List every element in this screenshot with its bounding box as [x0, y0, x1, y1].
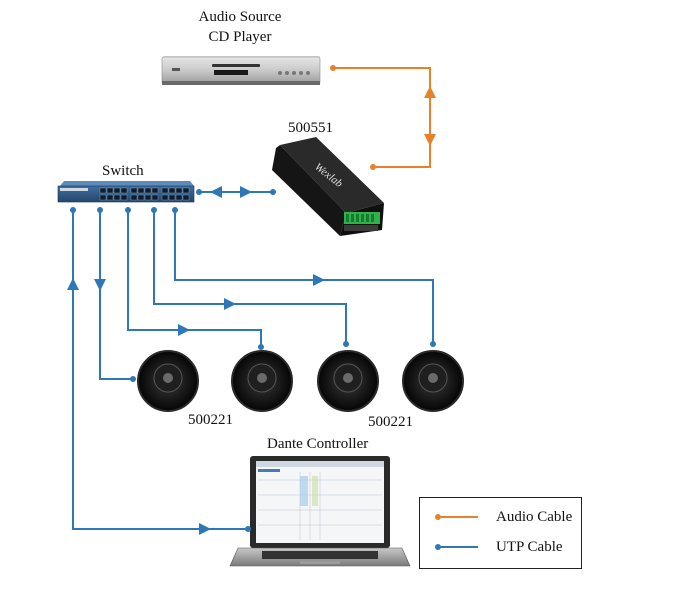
- utp-cable-swatch: [435, 544, 478, 550]
- cd-player-label: CD Player: [208, 29, 272, 45]
- laptop-icon: [229, 456, 411, 567]
- network-switch-icon: [57, 181, 195, 203]
- speaker-model-label-right: 500221: [368, 414, 413, 430]
- legend-item-audio: Audio Cable: [434, 507, 572, 527]
- dante-adapter-icon: Wexlab: [272, 137, 384, 236]
- speaker-model-label-left: 500221: [188, 412, 233, 428]
- audio-source-label: Audio Source: [198, 9, 282, 25]
- legend: Audio Cable UTP Cable: [419, 497, 582, 569]
- utp-cable-paths: [72, 191, 434, 530]
- ceiling-speaker-icon: [231, 350, 293, 412]
- legend-utp-label: UTP Cable: [496, 538, 563, 555]
- utp-cable-markers: [67, 186, 436, 535]
- legend-audio-label: Audio Cable: [496, 508, 573, 525]
- ceiling-speaker-icon: [317, 350, 379, 412]
- audio-cable-path: [330, 65, 436, 170]
- ceiling-speaker-icon: [137, 350, 199, 412]
- audio-cable-swatch: [435, 514, 478, 520]
- cd-player-icon: [161, 56, 321, 85]
- ceiling-speaker-icon: [402, 350, 464, 412]
- legend-item-utp: UTP Cable: [434, 537, 563, 557]
- dante-controller-label: Dante Controller: [267, 436, 369, 452]
- device-500551-label: 500551: [288, 120, 333, 136]
- switch-label: Switch: [102, 163, 144, 179]
